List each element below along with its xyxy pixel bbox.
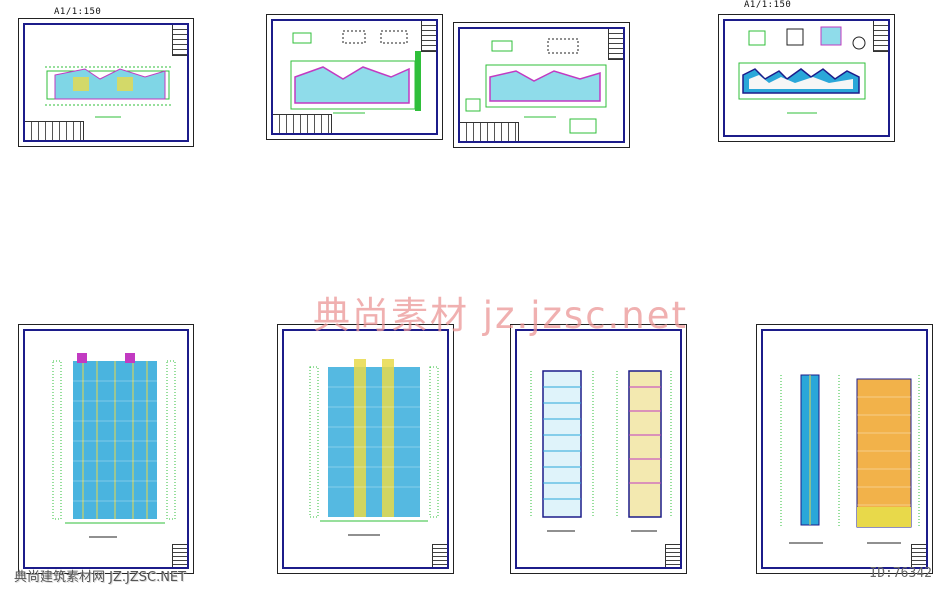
watermark-text: 典尚素材 jz.jzsc.net: [313, 294, 689, 337]
elevation-drawing-1: [52, 353, 176, 538]
drawing-sheet-elevation-1[interactable]: [18, 324, 194, 574]
footer-site-name: 典尚建筑素材网 JZ.JZSC.NET: [14, 570, 187, 585]
footer-id: ID:76342: [869, 566, 932, 581]
drawing-sheet-floor-plan-1[interactable]: [18, 18, 194, 147]
title-block-top: [873, 21, 888, 52]
drawing-sheet-floor-plan-2[interactable]: [266, 14, 443, 140]
title-block-top: [172, 25, 187, 56]
elevation-drawing-3: [530, 370, 672, 532]
scale-label-sheet-1: A1/1:150: [54, 7, 102, 17]
title-block-bottom: [25, 121, 84, 140]
drawing-sheet-elevation-2[interactable]: [277, 324, 454, 574]
drawing-sheet-elevation-3[interactable]: [510, 324, 687, 574]
floor-plan-drawing-3: [465, 38, 607, 134]
floor-plan-drawing-4: [738, 26, 866, 114]
title-block-bottom: [273, 114, 332, 133]
title-block-bottom: [460, 122, 519, 141]
drawing-sheet-floor-plan-4[interactable]: [718, 14, 895, 142]
title-block-corner: [432, 544, 447, 567]
floor-plan-drawing-2: [290, 30, 421, 114]
drawing-sheet-elevation-4[interactable]: [756, 324, 933, 574]
title-block-top: [608, 29, 623, 60]
title-block-top: [421, 21, 436, 52]
elevation-drawing-2: [309, 359, 439, 536]
elevation-drawing-4: [780, 374, 920, 544]
scale-label-sheet-4: A1/1:150: [744, 0, 792, 10]
drawing-sheet-floor-plan-3[interactable]: [453, 22, 630, 148]
title-block-corner: [665, 544, 680, 567]
floor-plan-drawing-1: [45, 66, 171, 118]
title-block-corner: [172, 544, 187, 567]
title-block-corner: [911, 544, 926, 567]
